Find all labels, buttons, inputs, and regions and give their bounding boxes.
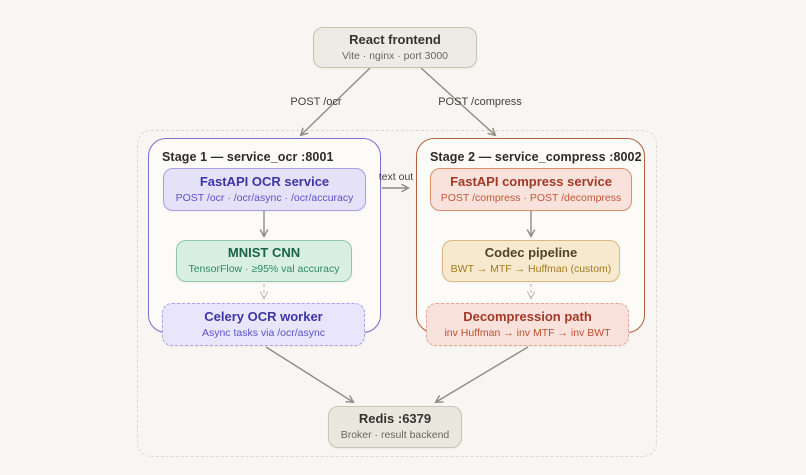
node-decompression-subtitle: inv Huffman → inv MTF → inv BWT [444,326,611,339]
node-fastapi-compress-subtitle: POST /compress · POST /decompress [440,191,622,204]
node-codec-pipeline-subtitle: BWT → MTF → Huffman (custom) [450,263,612,276]
node-celery-subtitle: Async tasks via /ocr/async [201,326,326,339]
stage2-header: Stage 2 — service_compress :8002 [430,150,642,164]
node-codec-pipeline-title: Codec pipeline [484,245,578,261]
edge-label-post-ocr: POST /ocr [290,96,342,108]
node-celery-ocr-worker: Celery OCR worker Async tasks via /ocr/a… [162,303,365,346]
node-mnist-cnn-title: MNIST CNN [227,245,301,261]
node-fastapi-compress-title: FastAPI compress service [450,173,612,189]
node-redis-subtitle: Broker · result backend [340,429,450,442]
node-decompression-title: Decompression path [463,308,592,324]
node-decompression-path: Decompression path inv Huffman → inv MTF… [426,303,629,346]
node-redis-title: Redis :6379 [358,411,432,427]
node-fastapi-ocr-subtitle: POST /ocr · /ocr/async · /ocr/accuracy [175,191,354,204]
edge-label-post-compress: POST /compress [438,96,522,108]
node-fastapi-compress-service: FastAPI compress service POST /compress … [430,168,632,211]
edge-label-text-out: text out [378,171,414,183]
node-celery-title: Celery OCR worker [204,308,323,324]
node-mnist-cnn-subtitle: TensorFlow · ≥95% val accuracy [188,263,340,276]
node-mnist-cnn: MNIST CNN TensorFlow · ≥95% val accuracy [176,240,352,282]
node-react-frontend: React frontend Vite · nginx · port 3000 [313,27,477,68]
deployment-boundary [137,130,657,457]
node-redis: Redis :6379 Broker · result backend [328,406,462,448]
node-fastapi-ocr-service: FastAPI OCR service POST /ocr · /ocr/asy… [163,168,366,211]
node-react-frontend-title: React frontend [349,31,441,47]
stage1-header: Stage 1 — service_ocr :8001 [162,150,334,164]
node-fastapi-ocr-title: FastAPI OCR service [199,173,330,189]
node-react-frontend-subtitle: Vite · nginx · port 3000 [341,49,449,62]
node-codec-pipeline: Codec pipeline BWT → MTF → Huffman (cust… [442,240,620,282]
